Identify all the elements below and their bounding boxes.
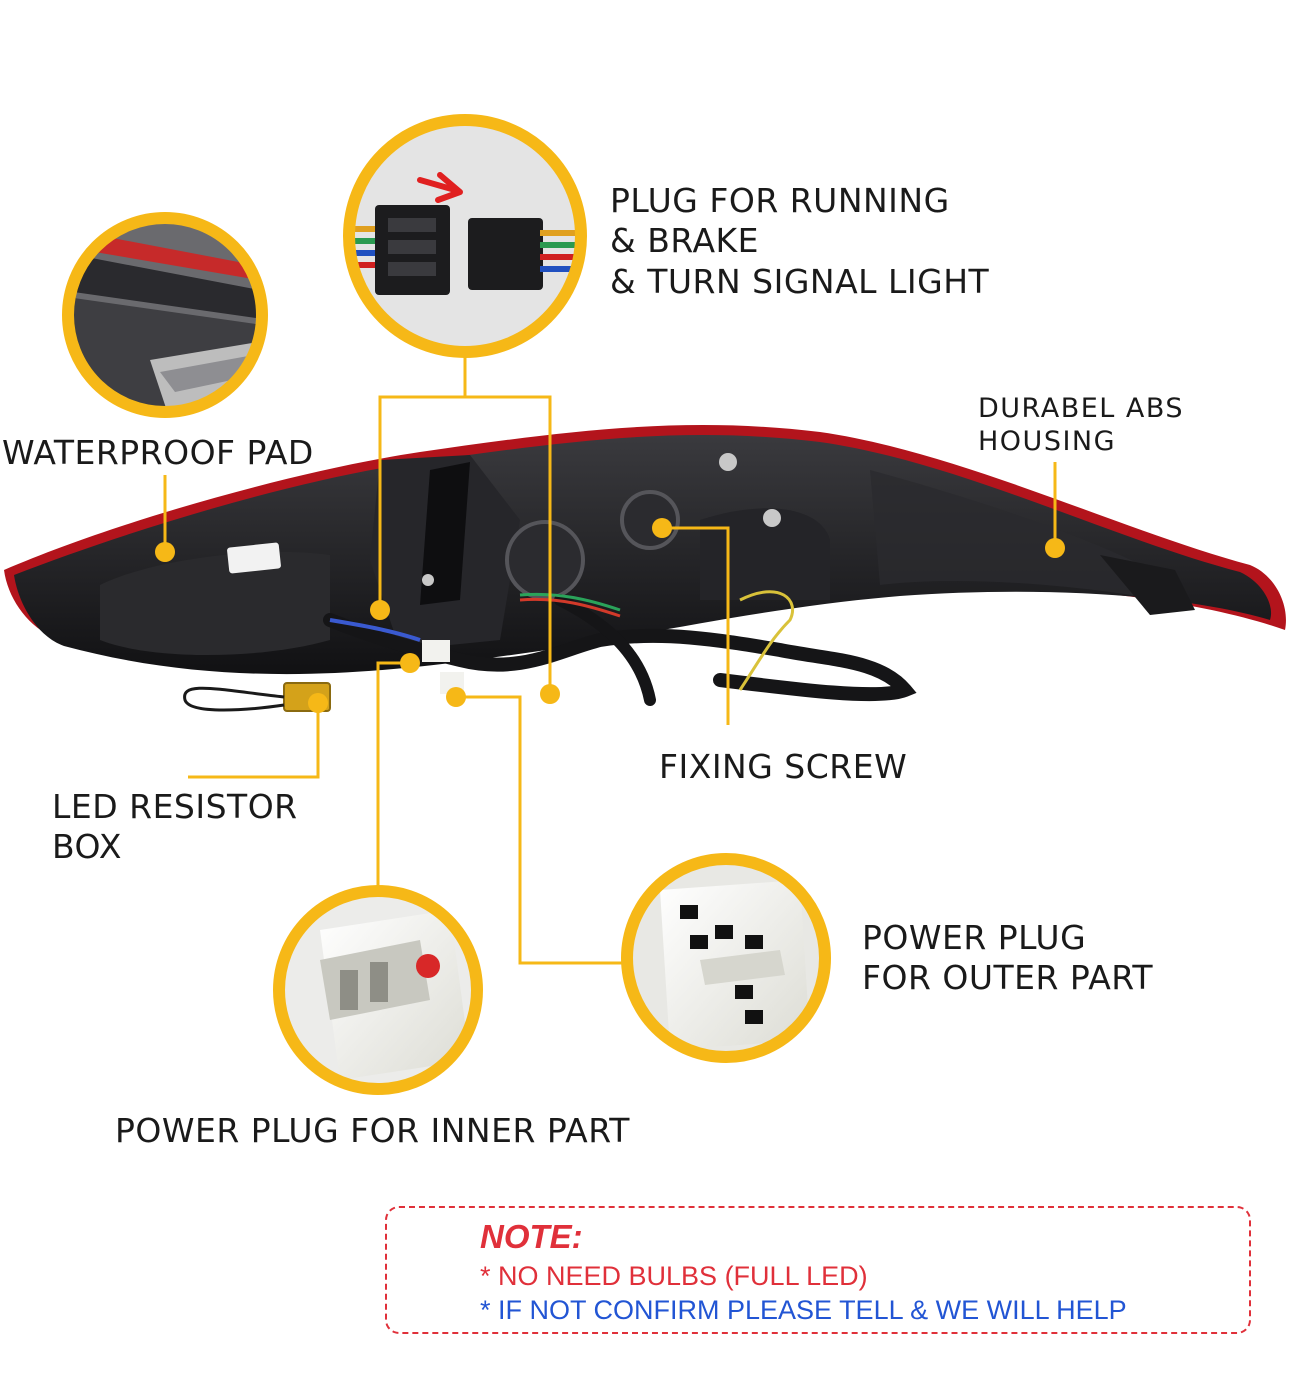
note-title: NOTE: [480,1218,583,1255]
inset-waterproof-pad [62,212,268,418]
note-line-no-bulbs: * NO NEED BULBS (FULL LED) [480,1261,868,1291]
label-waterproof-pad: WATERPROOF PAD [2,433,314,472]
callout-dots [155,518,1065,713]
label-power-plug-outer: POWER PLUG FOR OUTER PART [862,918,1153,998]
inset-power-inner [273,885,483,1095]
label-plug-running: PLUG FOR RUNNING & BRAKE & TURN SIGNAL L… [610,181,990,301]
note-line-help: * IF NOT CONFIRM PLEASE TELL & WE WILL H… [480,1295,1127,1325]
label-fixing-screw: FIXING SCREW [659,747,908,786]
label-power-plug-inner: POWER PLUG FOR INNER PART [115,1111,630,1150]
inset-power-outer [621,853,831,1063]
inset-plug-running [343,114,587,358]
label-led-resistor-box: LED RESISTOR BOX [52,787,298,867]
note-box [385,1206,1251,1334]
leader-lines [163,348,1057,965]
tail-light-housing [4,425,1286,712]
label-abs-housing: DURABEL ABS HOUSING [978,393,1185,457]
